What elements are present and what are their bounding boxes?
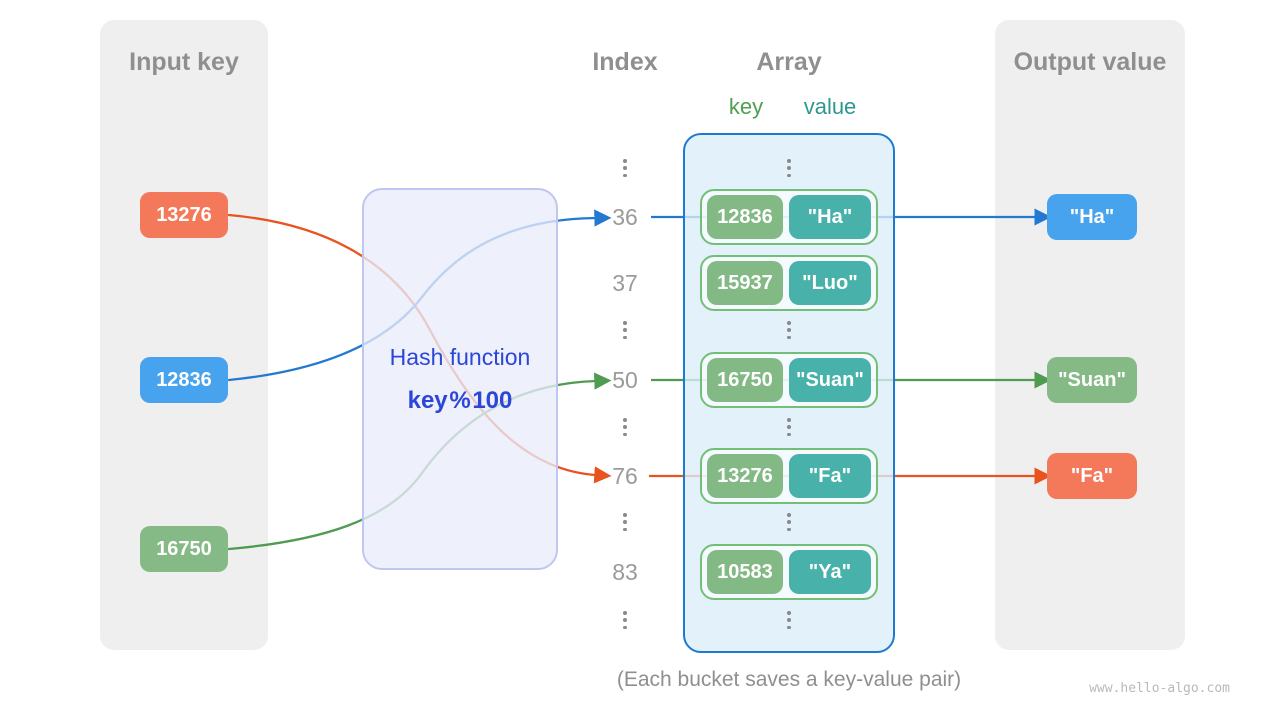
bucket-value: "Ha": [788, 195, 871, 239]
value-column-label: value: [803, 94, 857, 119]
ellipsis-dots: [615, 513, 635, 532]
ellipsis-dots: [779, 513, 799, 532]
bucket-key: 13276: [707, 454, 783, 498]
bucket-value: "Suan": [788, 358, 871, 402]
input-key-16750: 16750: [140, 526, 228, 572]
index-76: 76: [612, 463, 638, 489]
bucket-value: "Luo": [788, 261, 871, 305]
hash-function-label: Hash function: [389, 343, 531, 370]
bucket-key: 10583: [707, 550, 783, 594]
ellipsis-dots: [779, 321, 799, 340]
ellipsis-dots: [779, 418, 799, 437]
ellipsis-dots: [615, 418, 635, 437]
input-key-title: Input key: [129, 48, 239, 76]
output-value-title: Output value: [1013, 48, 1167, 76]
bucket-key: 15937: [707, 261, 783, 305]
bucket-key: 12836: [707, 195, 783, 239]
ellipsis-dots: [615, 159, 635, 178]
ellipsis-dots: [615, 611, 635, 630]
ellipsis-dots: [779, 611, 799, 630]
output-value-ha: "Ha": [1047, 194, 1137, 240]
bucket-row: 12836 "Ha": [700, 189, 878, 245]
ellipsis-dots: [779, 159, 799, 178]
ellipsis-dots: [615, 321, 635, 340]
figure-caption: (Each bucket saves a key-value pair): [616, 668, 962, 691]
output-value-fa: "Fa": [1047, 453, 1137, 499]
bucket-row: 16750 "Suan": [700, 352, 878, 408]
hash-formula: key % 100: [407, 386, 513, 414]
index-50: 50: [612, 367, 638, 393]
bucket-key: 16750: [707, 358, 783, 402]
array-title: Array: [756, 48, 822, 76]
output-value-panel: [995, 20, 1185, 650]
index-title: Index: [592, 48, 658, 76]
output-value-suan: "Suan": [1047, 357, 1137, 403]
index-36: 36: [612, 204, 638, 230]
input-key-12836: 12836: [140, 357, 228, 403]
input-key-13276: 13276: [140, 192, 228, 238]
bucket-row: 13276 "Fa": [700, 448, 878, 504]
key-column-label: key: [728, 94, 764, 119]
index-83: 83: [612, 559, 638, 585]
bucket-row: 10583 "Ya": [700, 544, 878, 600]
bucket-value: "Ya": [788, 550, 871, 594]
index-37: 37: [612, 270, 638, 296]
hash-function-box: Hash function key % 100: [362, 188, 558, 570]
watermark-url: www.hello-algo.com: [1089, 681, 1230, 696]
bucket-value: "Fa": [788, 454, 871, 498]
bucket-row: 15937 "Luo": [700, 255, 878, 311]
